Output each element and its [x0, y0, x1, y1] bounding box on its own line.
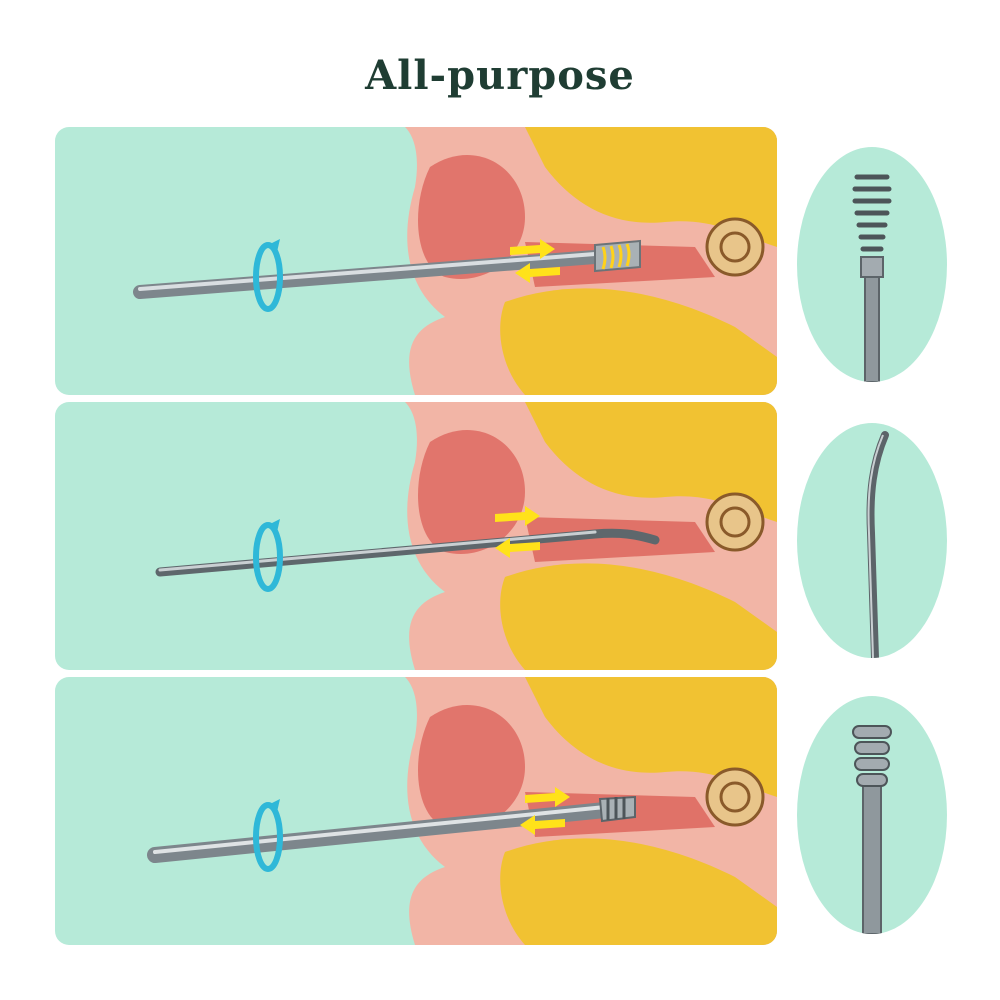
usage-panel-curved: [55, 402, 777, 670]
ear-cross-section-illustration: [55, 402, 777, 670]
page-title: All-purpose: [365, 52, 635, 99]
curved-tip-closeup: [797, 423, 947, 658]
ear-cross-section-illustration: [55, 127, 777, 395]
curved-tip-icon: [797, 423, 947, 658]
spiral-tip-closeup: [797, 147, 947, 382]
spiral-tip-icon: [797, 147, 947, 382]
usage-panel-ridged: [55, 677, 777, 945]
ridged-tip-closeup: [797, 696, 947, 934]
ridged-tip-icon: [797, 696, 947, 934]
ear-cross-section-illustration: [55, 677, 777, 945]
usage-panel-spiral: [55, 127, 777, 395]
